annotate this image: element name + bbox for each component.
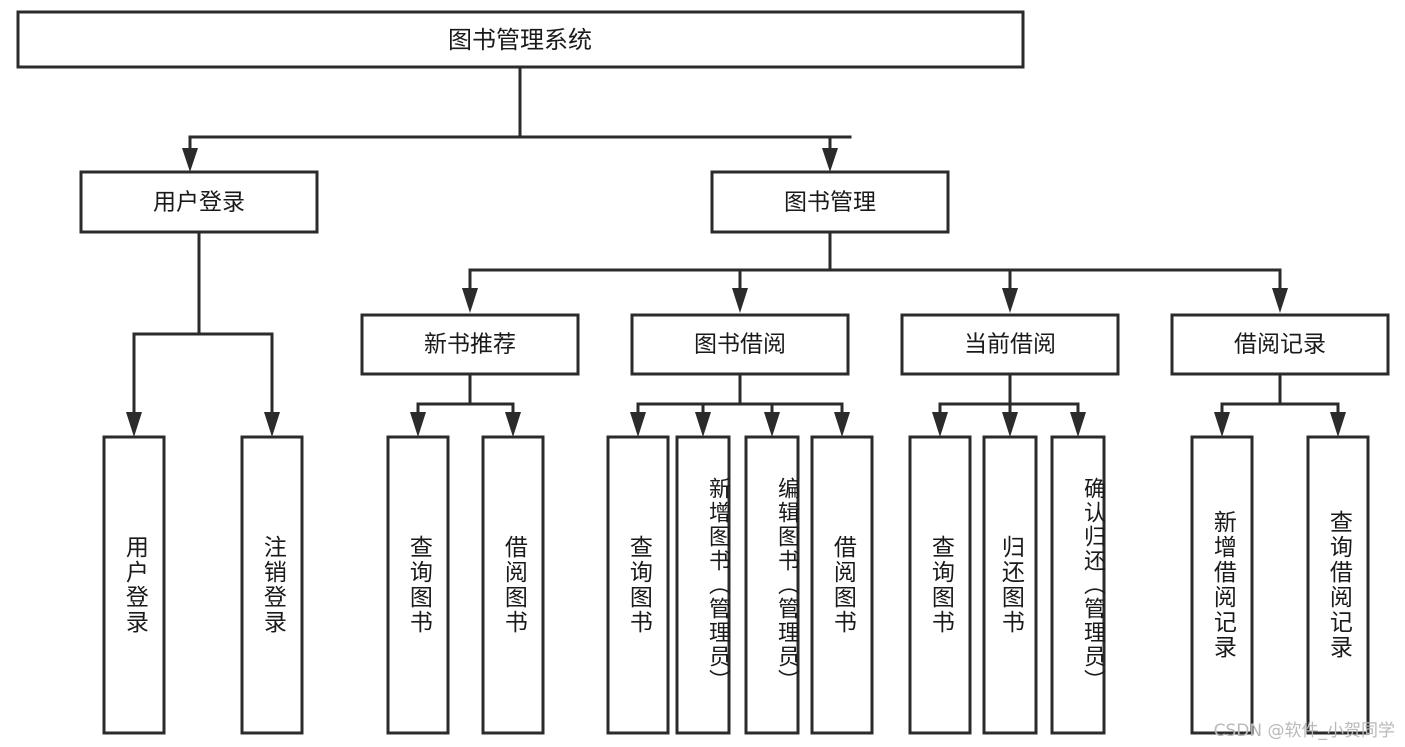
node-current-borrow-label: 当前借阅 [964,332,1056,358]
node-new-book-recommend-label: 新书推荐 [424,332,516,358]
node-book-borrow[interactable]: 图书借阅 [630,313,850,376]
leaf-box-query-book-2[interactable] [606,435,670,735]
node-book-management-label: 图书管理 [784,190,876,216]
node-current-borrow[interactable]: 当前借阅 [900,313,1120,376]
leaf-box-logout-login[interactable] [240,435,304,735]
node-borrow-record-label: 借阅记录 [1234,332,1326,358]
node-root-title[interactable]: 图书管理系统 [16,10,1025,69]
leaf-box-query-record[interactable] [1306,435,1370,735]
leaf-boxes [102,435,1370,735]
connector-currentborrow-to-leaves [932,372,1086,437]
node-book-borrow-label: 图书借阅 [694,332,786,358]
connector-borrowrecord-to-leaves [1214,372,1346,437]
leaf-box-add-record[interactable] [1190,435,1254,735]
node-root-title-label: 图书管理系统 [448,26,592,54]
connector-userlogin-to-leaves [126,230,280,437]
node-new-book-recommend[interactable]: 新书推荐 [360,313,580,376]
node-user-login-label: 用户登录 [153,190,245,216]
leaf-box-query-book-1[interactable] [386,435,450,735]
node-book-management[interactable]: 图书管理 [710,170,950,234]
leaf-box-return-book[interactable] [982,435,1038,735]
leaf-box-borrow-book-1[interactable] [481,435,545,735]
leaf-box-query-book-3[interactable] [908,435,972,735]
node-borrow-record[interactable]: 借阅记录 [1170,313,1390,376]
connector-bookmgmt-to-level3 [462,230,1288,313]
leaf-box-confirm-return[interactable] [1050,435,1106,735]
leaf-box-borrow-book-2[interactable] [810,435,874,735]
leaf-box-user-login[interactable] [102,435,166,735]
leaf-box-edit-book[interactable] [744,435,800,735]
connector-bookborrow-to-leaves [630,372,850,437]
connector-newbook-to-leaves [410,372,521,437]
connector-root-to-level2 [182,65,852,172]
leaf-box-add-book[interactable] [675,435,731,735]
node-user-login[interactable]: 用户登录 [79,170,319,234]
